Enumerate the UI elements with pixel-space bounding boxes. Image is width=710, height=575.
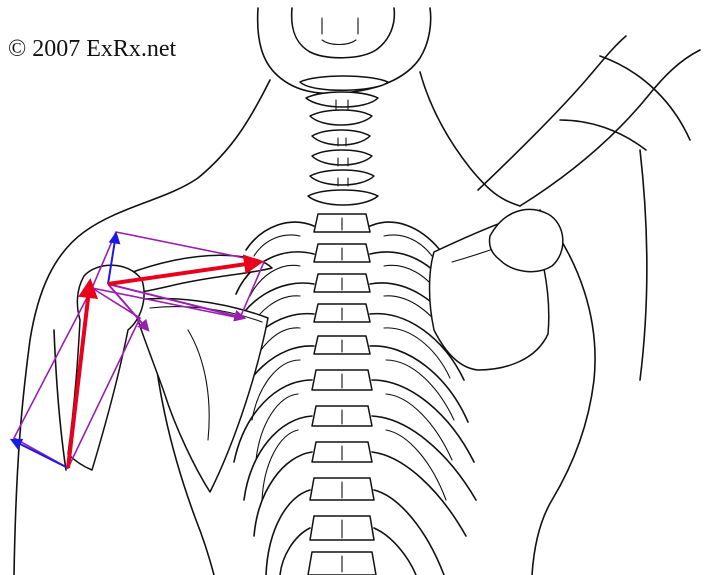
deltoid-horizontal-component: [12, 440, 68, 468]
left-scapula: [132, 299, 268, 492]
cervical-spine: [300, 76, 388, 205]
copyright-text: © 2007 ExRx.net: [8, 36, 176, 63]
thoracic-spine: [308, 214, 376, 575]
